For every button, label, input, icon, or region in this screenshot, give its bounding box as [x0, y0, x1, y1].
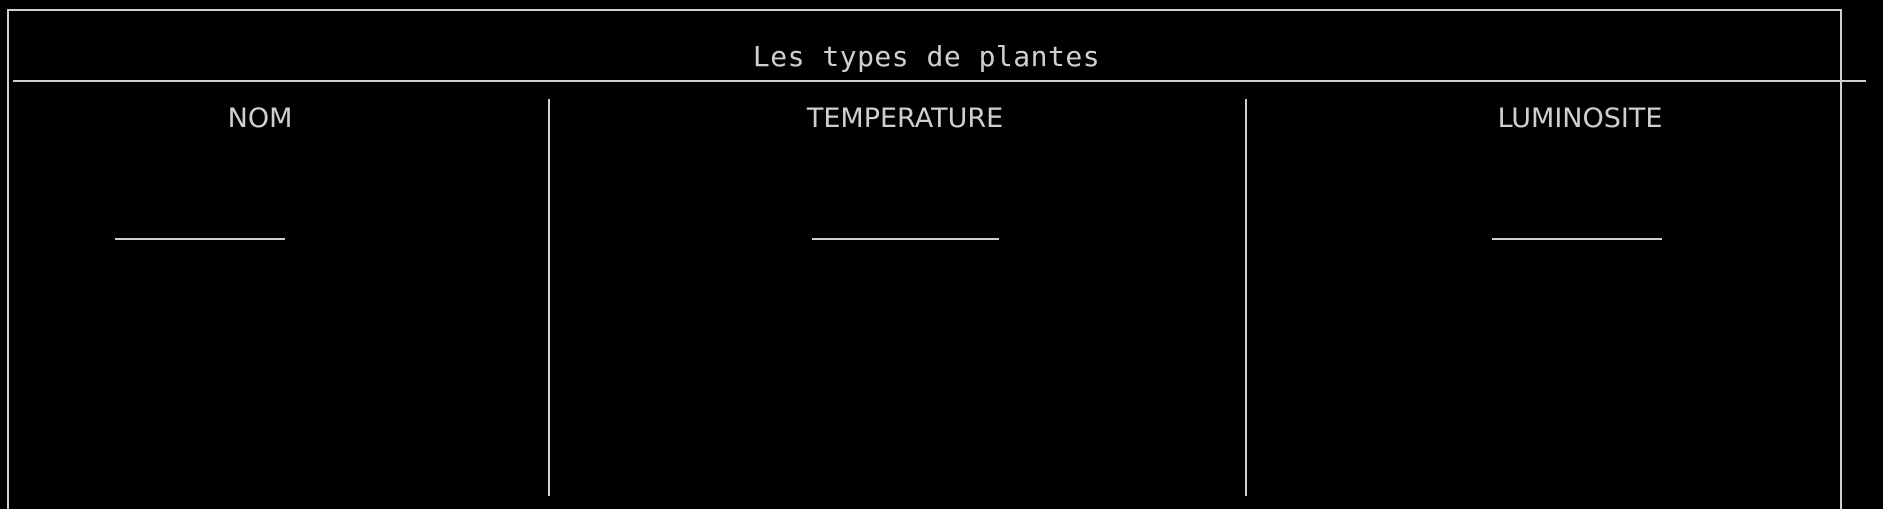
column-header-nom: NOM	[227, 103, 293, 134]
column-separator-2	[1245, 99, 1247, 496]
column-underline-luminosite	[1492, 238, 1662, 240]
terminal-frame: Les types de plantes	[7, 9, 1842, 509]
column-separator-1	[548, 99, 550, 496]
column-header-luminosite: LUMINOSITE	[1497, 103, 1663, 134]
page-title: Les types de plantes	[752, 40, 1101, 73]
column-underline-nom	[115, 238, 285, 240]
column-underline-temperature	[812, 238, 999, 240]
title-divider	[13, 80, 1866, 82]
column-header-temperature: TEMPERATURE	[806, 103, 1004, 134]
